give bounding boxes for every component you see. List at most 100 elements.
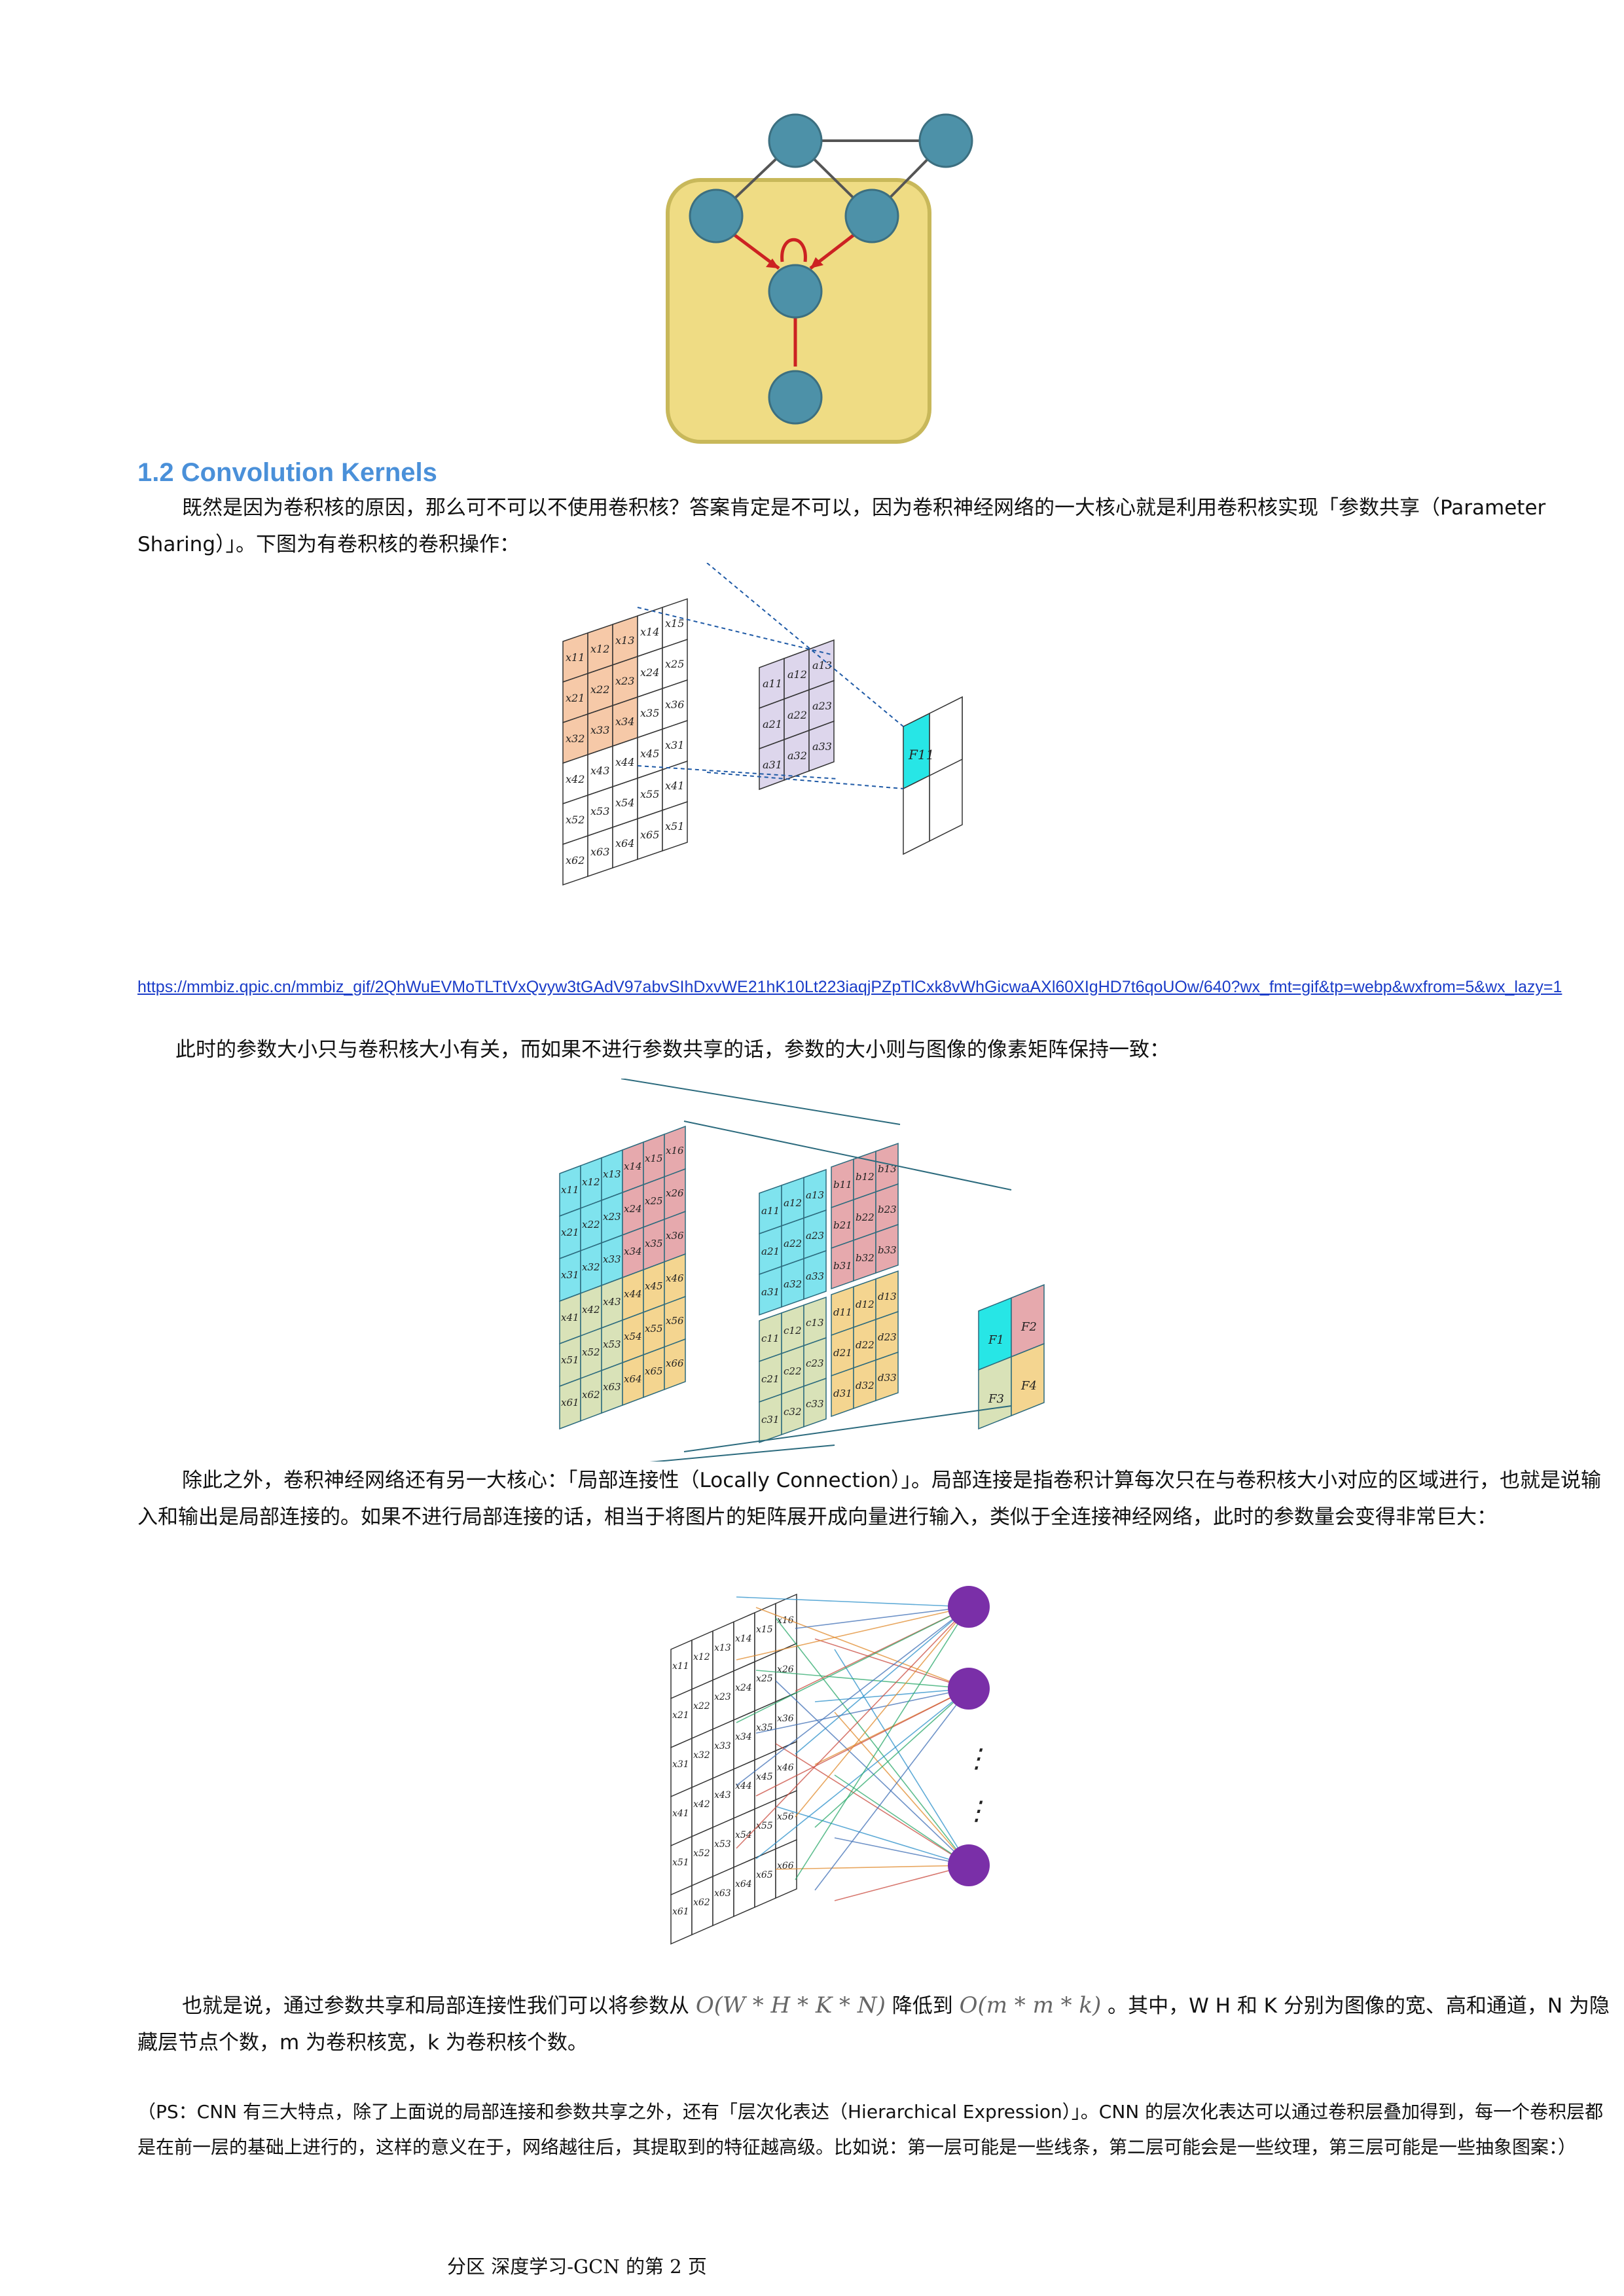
- input-cell-label: x25: [645, 1195, 663, 1207]
- ellipsis: ⋮: [964, 1744, 990, 1774]
- graph-diagram: [666, 113, 936, 444]
- kernel-cell-label: a31: [761, 1286, 780, 1298]
- input-cell-label: x42: [693, 1799, 710, 1810]
- kernel-cell-label: a11: [761, 1205, 780, 1217]
- input-cell-label: x12: [693, 1652, 710, 1662]
- input-cell-label: x13: [615, 634, 634, 647]
- projection-line: [621, 1079, 901, 1125]
- section-heading: 1.2 Convolution Kernels: [137, 458, 437, 487]
- input-cell-label: x45: [756, 1772, 773, 1782]
- input-cell-label: x36: [666, 1230, 684, 1242]
- connection-line: [834, 1649, 969, 1866]
- connection-line: [795, 1606, 969, 1629]
- kernel-cell-label: c23: [806, 1357, 824, 1369]
- input-cell-label: x64: [615, 837, 634, 850]
- kernel-cell-label: a22: [787, 709, 807, 721]
- paragraph-local-connection: 除此之外，卷积神经网络还有另一大核心：「局部连接性（Locally Connec…: [137, 1469, 1602, 1529]
- connection-line: [736, 1606, 969, 1786]
- kernel-cell-label: a11: [763, 677, 782, 690]
- kernel-cell-label: d22: [856, 1339, 875, 1351]
- kernel-cell-label: d32: [856, 1380, 875, 1391]
- ellipsis: ⋮: [964, 1796, 990, 1826]
- input-cell-label: x43: [714, 1790, 731, 1801]
- input-cell-label: x64: [624, 1373, 642, 1385]
- input-cell-label: x35: [645, 1238, 663, 1249]
- connection-line: [755, 1670, 969, 1689]
- input-cell-label: x23: [615, 675, 634, 687]
- grid-cell: [662, 800, 688, 852]
- image-source-link[interactable]: https://mmbiz.qpic.cn/mmbiz_gif/2QhWuEVM…: [137, 978, 1562, 996]
- kernel-cell-label: a23: [812, 700, 832, 712]
- input-cell-label: x41: [672, 1808, 689, 1819]
- input-cell-label: x51: [672, 1857, 689, 1868]
- input-cell-label: x44: [615, 756, 634, 768]
- neuron: [948, 1844, 990, 1886]
- output-cell: [903, 774, 930, 855]
- kernel-cell-label: c22: [784, 1365, 802, 1377]
- kernel-cell-label: d23: [878, 1331, 897, 1343]
- connection-line: [775, 1743, 969, 1866]
- input-cell-label: x14: [624, 1160, 642, 1172]
- input-cell-label: x23: [714, 1692, 731, 1702]
- connection-line: [736, 1596, 969, 1607]
- kernel-cell-label: a33: [806, 1270, 824, 1282]
- output-cell: [1011, 1342, 1045, 1417]
- output-label: F1: [988, 1333, 1004, 1347]
- input-cell-label: x21: [566, 692, 585, 704]
- input-cell-label: x53: [603, 1338, 621, 1350]
- input-cell-label: x32: [693, 1750, 710, 1761]
- input-cell-label: x42: [582, 1304, 600, 1316]
- kernel-cell-label: a33: [812, 740, 832, 753]
- input-cell-label: x31: [561, 1269, 579, 1281]
- input-cell-label: x13: [714, 1643, 731, 1653]
- grid-cell: [664, 1338, 686, 1391]
- kernel-cell-label: b31: [833, 1260, 852, 1272]
- kernel-cell-label: a22: [784, 1238, 802, 1249]
- kernel-cell-label: c21: [761, 1373, 780, 1385]
- input-cell-label: x55: [640, 788, 659, 800]
- input-cell-label: x26: [666, 1187, 684, 1199]
- connection-line: [755, 1607, 969, 1689]
- connection-line: [814, 1688, 969, 1702]
- kernel-cell-label: b21: [833, 1219, 852, 1231]
- connection-line: [755, 1688, 969, 1734]
- projection-line: [683, 1121, 1012, 1191]
- input-cell-label: x34: [615, 715, 634, 728]
- input-cell-label: x33: [603, 1253, 621, 1265]
- kernel-cell-label: c12: [784, 1325, 802, 1336]
- kernel-cell-label: d31: [833, 1388, 852, 1399]
- kernel-cell-label: c13: [806, 1317, 824, 1329]
- input-cell-label: x22: [582, 1219, 600, 1230]
- grid-cell: [808, 720, 835, 772]
- kernel-cell-label: c33: [806, 1398, 824, 1410]
- input-cell-label: x54: [624, 1331, 642, 1342]
- connection-line: [795, 1606, 969, 1755]
- kernel-cell-label: a12: [787, 668, 807, 681]
- input-cell-label: x56: [666, 1315, 684, 1327]
- paragraph-complexity: 也就是说，通过参数共享和局部连接性我们可以将参数从 O(W * H * K * …: [137, 1987, 1610, 2061]
- input-cell-label: x15: [665, 617, 684, 630]
- input-cell-label: x52: [566, 814, 585, 826]
- input-cell-label: x53: [714, 1839, 731, 1850]
- kernel-cell-label: a12: [784, 1197, 802, 1209]
- input-cell-label: x11: [566, 651, 585, 664]
- input-cell-label: x41: [665, 780, 684, 792]
- kernel-cell-label: c31: [761, 1414, 780, 1426]
- connection-line: [755, 1688, 969, 1797]
- kernel-cell-label: b13: [878, 1163, 897, 1175]
- input-cell-label: x21: [672, 1710, 689, 1721]
- output-label: F4: [1020, 1379, 1037, 1393]
- kernel-cell-label: d33: [878, 1372, 897, 1384]
- input-cell-label: x14: [735, 1634, 752, 1644]
- input-cell-label: x55: [645, 1323, 663, 1335]
- connection-line: [775, 1806, 969, 1866]
- input-cell-label: x51: [665, 820, 684, 833]
- input-cell-label: x22: [693, 1701, 710, 1712]
- connection-line: [834, 1837, 969, 1866]
- input-cell-label: x23: [603, 1211, 621, 1223]
- convolution-kernel-figure: x15x14x13x12x11x25x24x23x22x21x36x35x34x…: [562, 563, 963, 886]
- input-cell-label: x32: [566, 732, 585, 745]
- connection-line: [834, 1712, 969, 1866]
- kernel-cell-label: d12: [856, 1299, 875, 1310]
- dashed-projection: [637, 607, 832, 655]
